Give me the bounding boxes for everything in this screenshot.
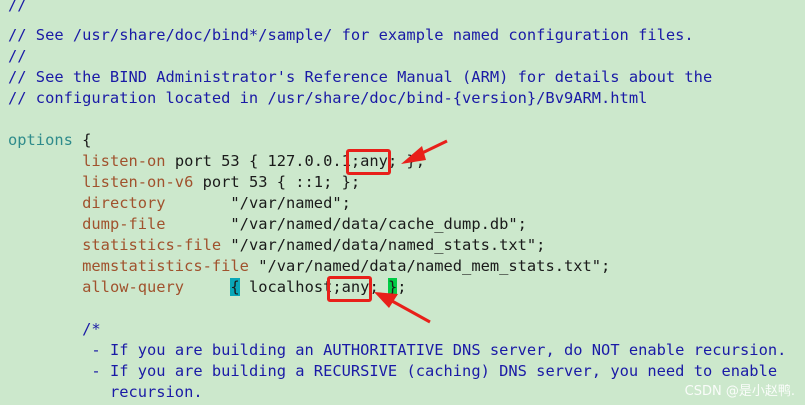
arrow-icon xyxy=(374,292,431,324)
statistics-file-directive: statistics-file xyxy=(82,236,222,254)
code-line-directory: directory "/var/named"; xyxy=(8,193,351,214)
allow-query-tail: ; xyxy=(397,278,407,296)
directory-value: "/var/named"; xyxy=(165,194,351,212)
dump-file-directive: dump-file xyxy=(82,215,166,233)
code-line-4: // See the BIND Administrator's Referenc… xyxy=(8,68,713,86)
allow-query-value: localhost; xyxy=(239,278,342,296)
code-line-comment-2: - If you are building a RECURSIVE (cachi… xyxy=(8,361,777,382)
code-line-dump-file: dump-file "/var/named/data/cache_dump.db… xyxy=(8,214,527,235)
statistics-file-value: "/var/named/data/named_stats.txt"; xyxy=(221,236,546,254)
code-line-statistics-file: statistics-file "/var/named/data/named_s… xyxy=(8,235,545,256)
code-line-memstatistics-file: memstatistics-file "/var/named/data/name… xyxy=(8,256,610,277)
arrow-icon xyxy=(401,139,448,164)
allow-query-directive: allow-query xyxy=(82,278,185,296)
allow-query-open-brace: { xyxy=(230,278,240,296)
code-line-3: // xyxy=(8,47,27,65)
code-line-listen-on-v6: listen-on-v6 port 53 { ::1; }; xyxy=(8,172,360,193)
comment-dash: - xyxy=(91,362,101,380)
memstatistics-file-directive: memstatistics-file xyxy=(82,257,249,275)
code-line-comment-1: - If you are building an AUTHORITATIVE D… xyxy=(8,340,786,361)
code-line-comment-open: /* xyxy=(8,319,101,340)
code-line-options: options { xyxy=(8,130,91,151)
highlight-box-listen-on-any xyxy=(346,149,391,175)
code-line-comment-3: recursion. xyxy=(8,382,203,403)
comment-text: If you are building a RECURSIVE (caching… xyxy=(100,362,778,380)
listen-on-directive: listen-on xyxy=(82,152,166,170)
listen-on-value: port 53 { 127.0.0.1; xyxy=(165,152,361,170)
comment-dash: - xyxy=(91,341,101,359)
memstatistics-file-value: "/var/named/data/named_mem_stats.txt"; xyxy=(248,257,611,275)
code-line-5: // configuration located in /usr/share/d… xyxy=(8,89,648,107)
comment-text: recursion. xyxy=(109,383,203,401)
comment-text: If you are building an AUTHORITATIVE DNS… xyxy=(100,341,787,359)
options-brace: { xyxy=(72,131,92,149)
listen-on-v6-directive: listen-on-v6 xyxy=(82,173,194,191)
dump-file-value: "/var/named/data/cache_dump.db"; xyxy=(165,215,527,233)
comment-open: /* xyxy=(82,320,101,338)
directory-directive: directory xyxy=(82,194,166,212)
listen-on-v6-value: port 53 { ::1; }; xyxy=(193,173,361,191)
watermark: CSDN @是小赵鸭. xyxy=(684,384,795,399)
code-line-2: // See /usr/share/doc/bind*/sample/ for … xyxy=(8,26,694,44)
allow-query-close-brace: } xyxy=(388,278,398,296)
highlight-box-allow-query-any xyxy=(327,276,372,302)
listen-on-any-boxed: any; xyxy=(360,152,398,170)
options-keyword: options xyxy=(8,131,73,149)
code-line-1: // xyxy=(8,0,27,14)
